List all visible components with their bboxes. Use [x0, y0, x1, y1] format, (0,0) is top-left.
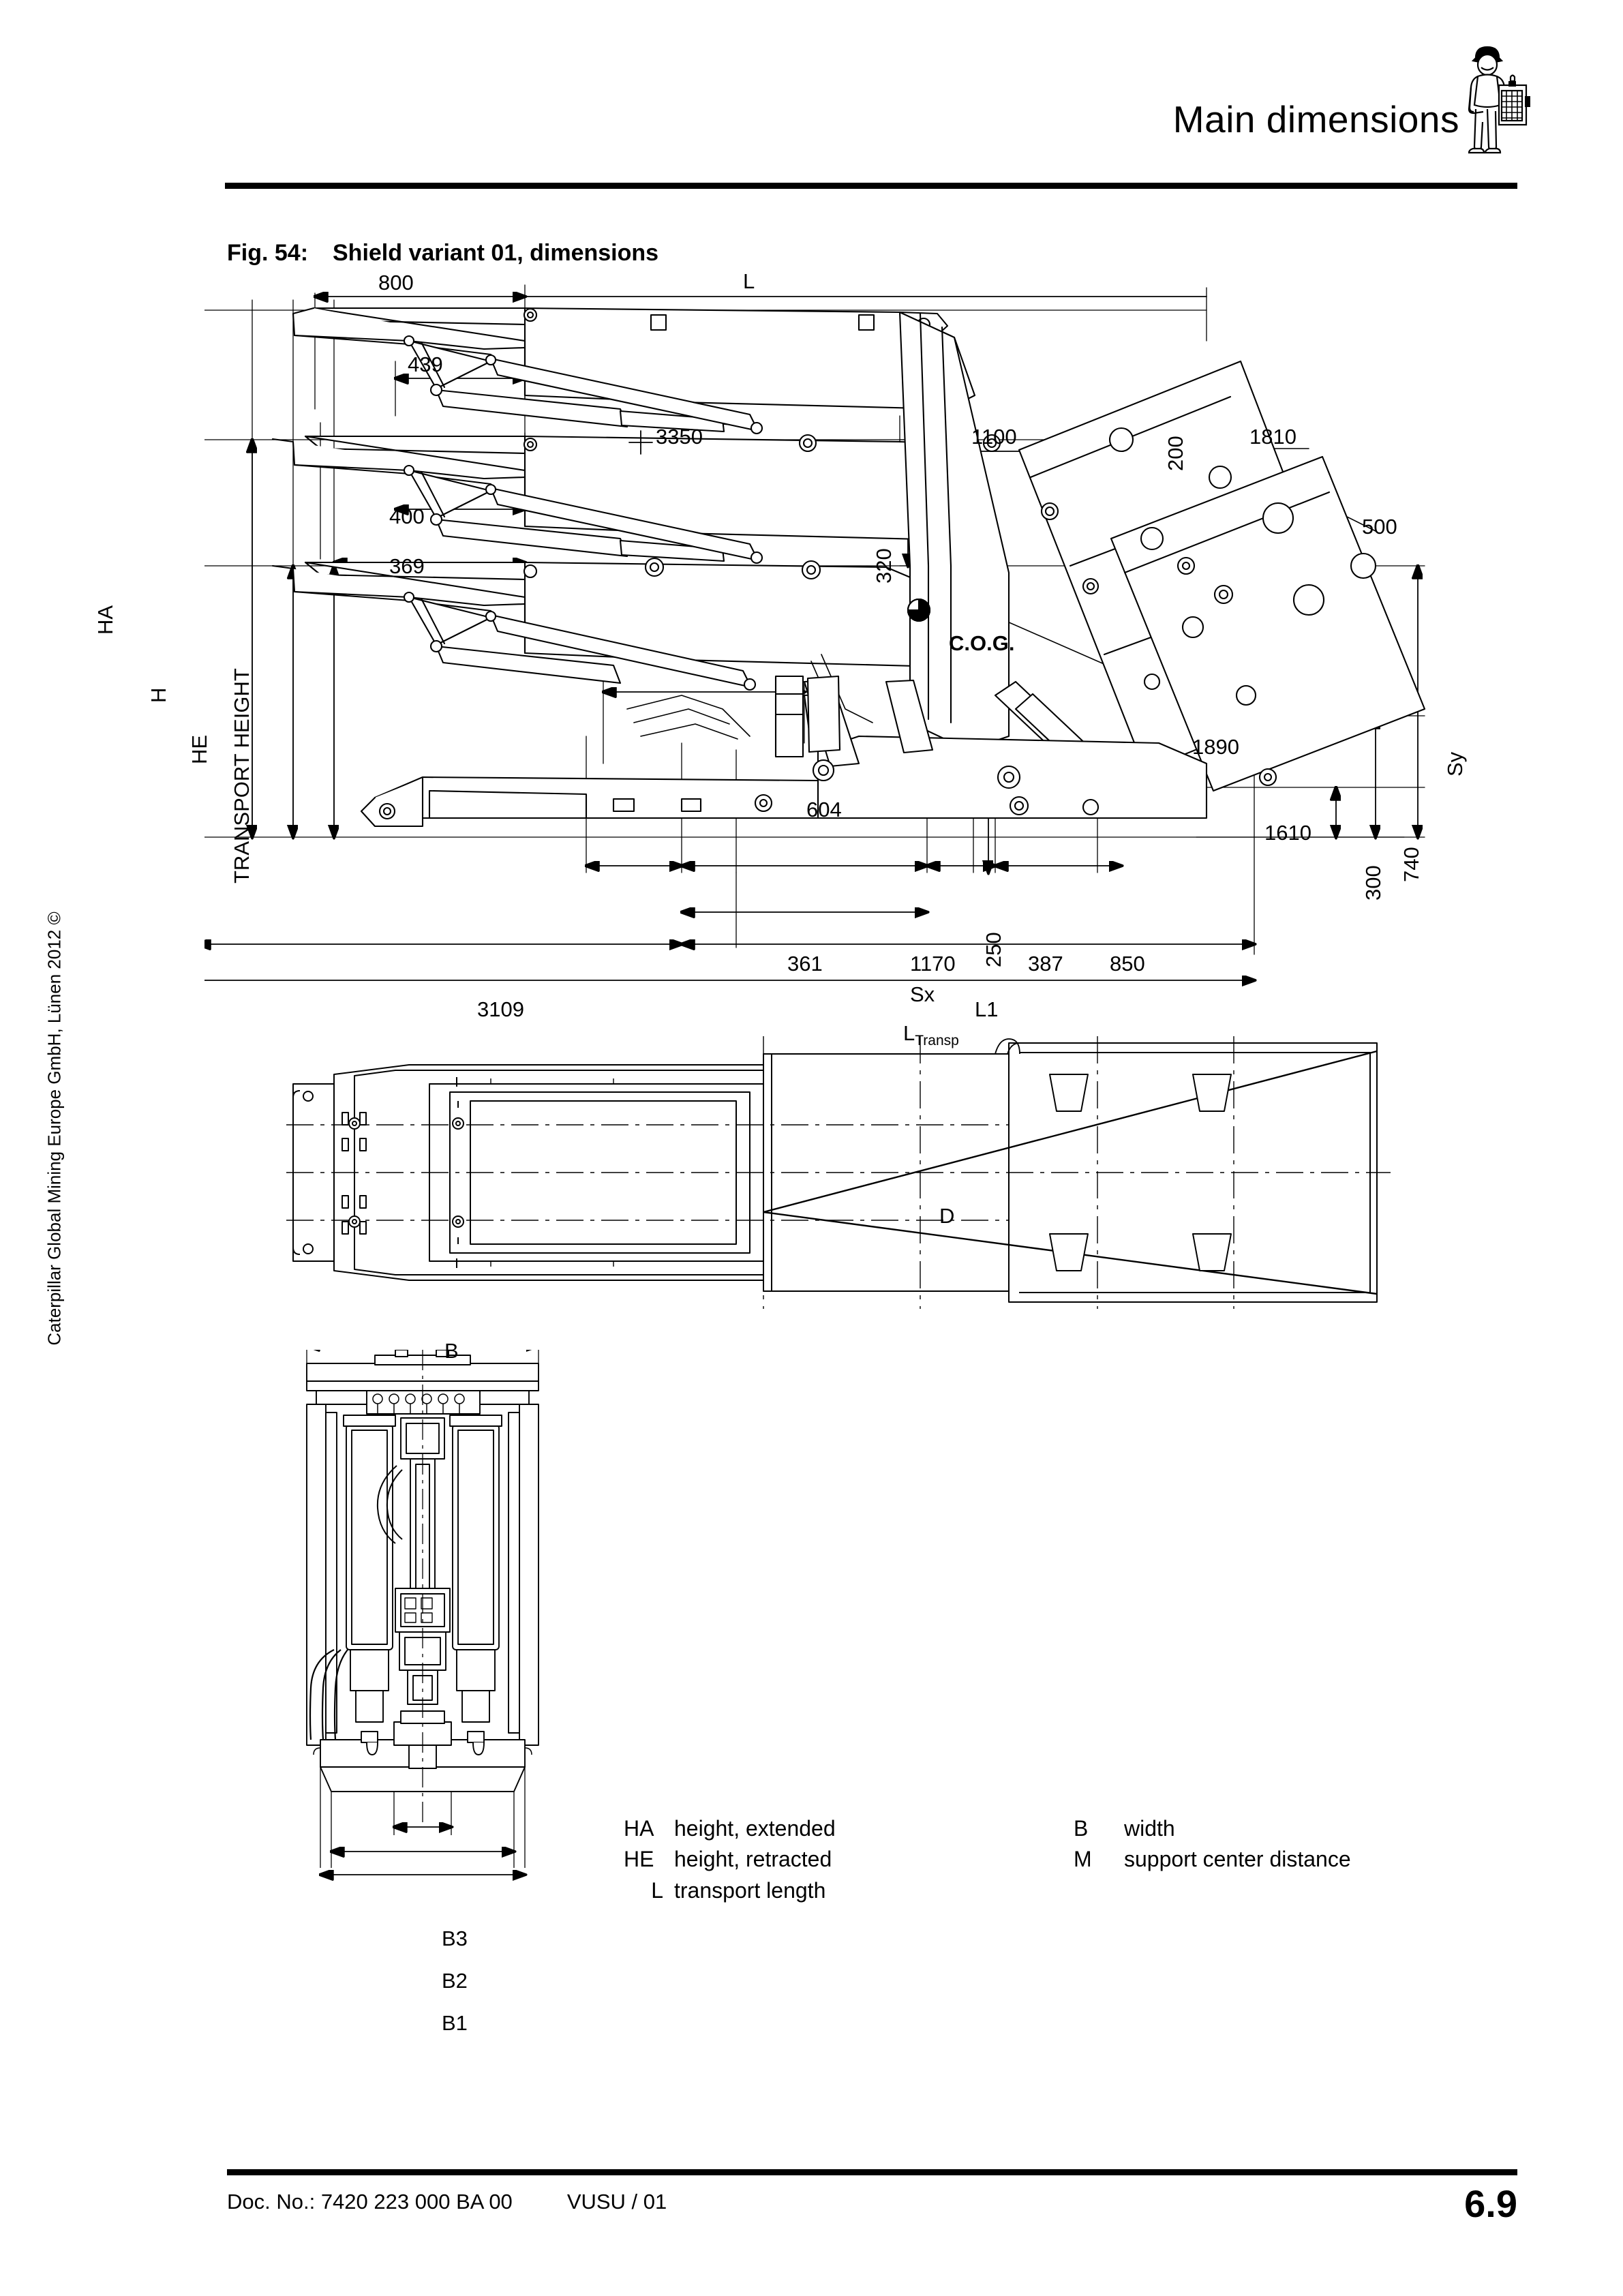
figure-number: Fig. 54:	[227, 240, 309, 266]
dimension-label-H: H	[147, 687, 170, 703]
legend-desc-l: transport length	[674, 1877, 826, 1903]
dimension-label-400: 400	[389, 504, 425, 528]
dimension-label-200: 200	[1164, 436, 1187, 471]
legend-desc-ha: height, extended	[674, 1816, 836, 1841]
footer-divider	[227, 2169, 1517, 2175]
dimension-label-3109: 3109	[477, 997, 524, 1021]
dimension-label-L-transp-main: L	[903, 1021, 915, 1045]
dimension-label-B: B	[444, 1339, 459, 1363]
legend-key-b: B	[1074, 1816, 1089, 1841]
dimension-label-740: 740	[1399, 847, 1423, 882]
dimension-label-1610: 1610	[1264, 821, 1311, 845]
legend-key-he: HE	[624, 1847, 654, 1872]
dimension-label-361: 361	[787, 952, 823, 976]
dimension-label-300: 300	[1361, 865, 1385, 901]
dimension-label-1890: 1890	[1192, 735, 1239, 759]
footer-variant: VUSU / 01	[566, 2190, 667, 2214]
front-view-drawing	[293, 1350, 552, 1882]
dimension-label-439: 439	[408, 352, 443, 376]
dimension-label-cog: C.O.G.	[949, 631, 1015, 655]
legend-desc-he: height, retracted	[674, 1847, 832, 1872]
dimension-label-250: 250	[982, 932, 1005, 967]
dimension-label-1100: 1100	[971, 425, 1017, 449]
dimension-label-L: L	[743, 269, 755, 293]
legend-column-left: HA height, extended HE height, retracted L…	[624, 1813, 1074, 1906]
dimension-label-HA: HA	[93, 605, 117, 635]
dimension-label-B2: B2	[442, 1969, 468, 1993]
dimension-label-Sy: Sy	[1443, 751, 1467, 776]
dimension-label-D: D	[939, 1204, 955, 1228]
dimension-label-Sx: Sx	[910, 982, 935, 1006]
dimension-label-604: 604	[806, 798, 842, 821]
side-view-drawing	[204, 284, 1426, 1036]
footer-doc-number: Doc. No.: 7420 223 000 BA 00	[227, 2190, 513, 2214]
plan-view-drawing	[286, 1036, 1391, 1309]
figure-title: Shield variant 01, dimensions	[333, 240, 659, 266]
dimension-label-L1: L1	[975, 997, 999, 1021]
dimension-label-B1: B1	[442, 2011, 468, 2035]
dimension-label-B3: B3	[442, 1927, 468, 1950]
inspector-with-clipboard-icon	[1468, 46, 1530, 154]
figure-caption: Fig. 54: Shield variant 01, dimensions	[227, 240, 658, 267]
footer-document-info: Doc. No.: 7420 223 000 BA 00 VUSU / 01	[227, 2190, 667, 2214]
dimension-label-800: 800	[378, 271, 414, 294]
dimension-label-320: 320	[872, 548, 896, 584]
legend-desc-b: width	[1124, 1816, 1175, 1841]
copyright-notice: Caterpillar Global Mining Europe GmbH, L…	[44, 911, 65, 1346]
legend-row-ha: HA height, extended	[624, 1813, 1074, 1844]
dimension-label-transport-height: TRANSPORT HEIGHT	[230, 668, 254, 883]
legend-key-l: L	[651, 1877, 663, 1903]
dimension-label-L-transp-sub: Transp	[915, 1033, 959, 1049]
dimension-label-387: 387	[1028, 952, 1063, 976]
dimension-label-500: 500	[1362, 515, 1397, 539]
legend-row-he: HE height, retracted	[624, 1844, 1074, 1875]
legend-desc-m: support center distance	[1124, 1847, 1351, 1872]
dimension-label-1810: 1810	[1249, 425, 1296, 449]
dimension-label-369: 369	[389, 554, 425, 578]
dimension-label-L-transp: LTransp	[903, 1023, 959, 1048]
page-title: Main dimensions	[1172, 98, 1459, 140]
legend-key-m: M	[1074, 1847, 1092, 1872]
header-divider	[225, 183, 1517, 189]
dimension-label-HE: HE	[187, 734, 211, 764]
page-header: Main dimensions	[0, 0, 1623, 205]
dimension-label-3350: 3350	[656, 425, 703, 449]
legend: HA height, extended HE height, retracted L…	[624, 1813, 1351, 1906]
legend-key-ha: HA	[624, 1816, 654, 1841]
dimension-label-850: 850	[1110, 952, 1145, 976]
dimension-label-1170: 1170	[910, 952, 956, 976]
page-number: 6.9	[1464, 2182, 1517, 2225]
